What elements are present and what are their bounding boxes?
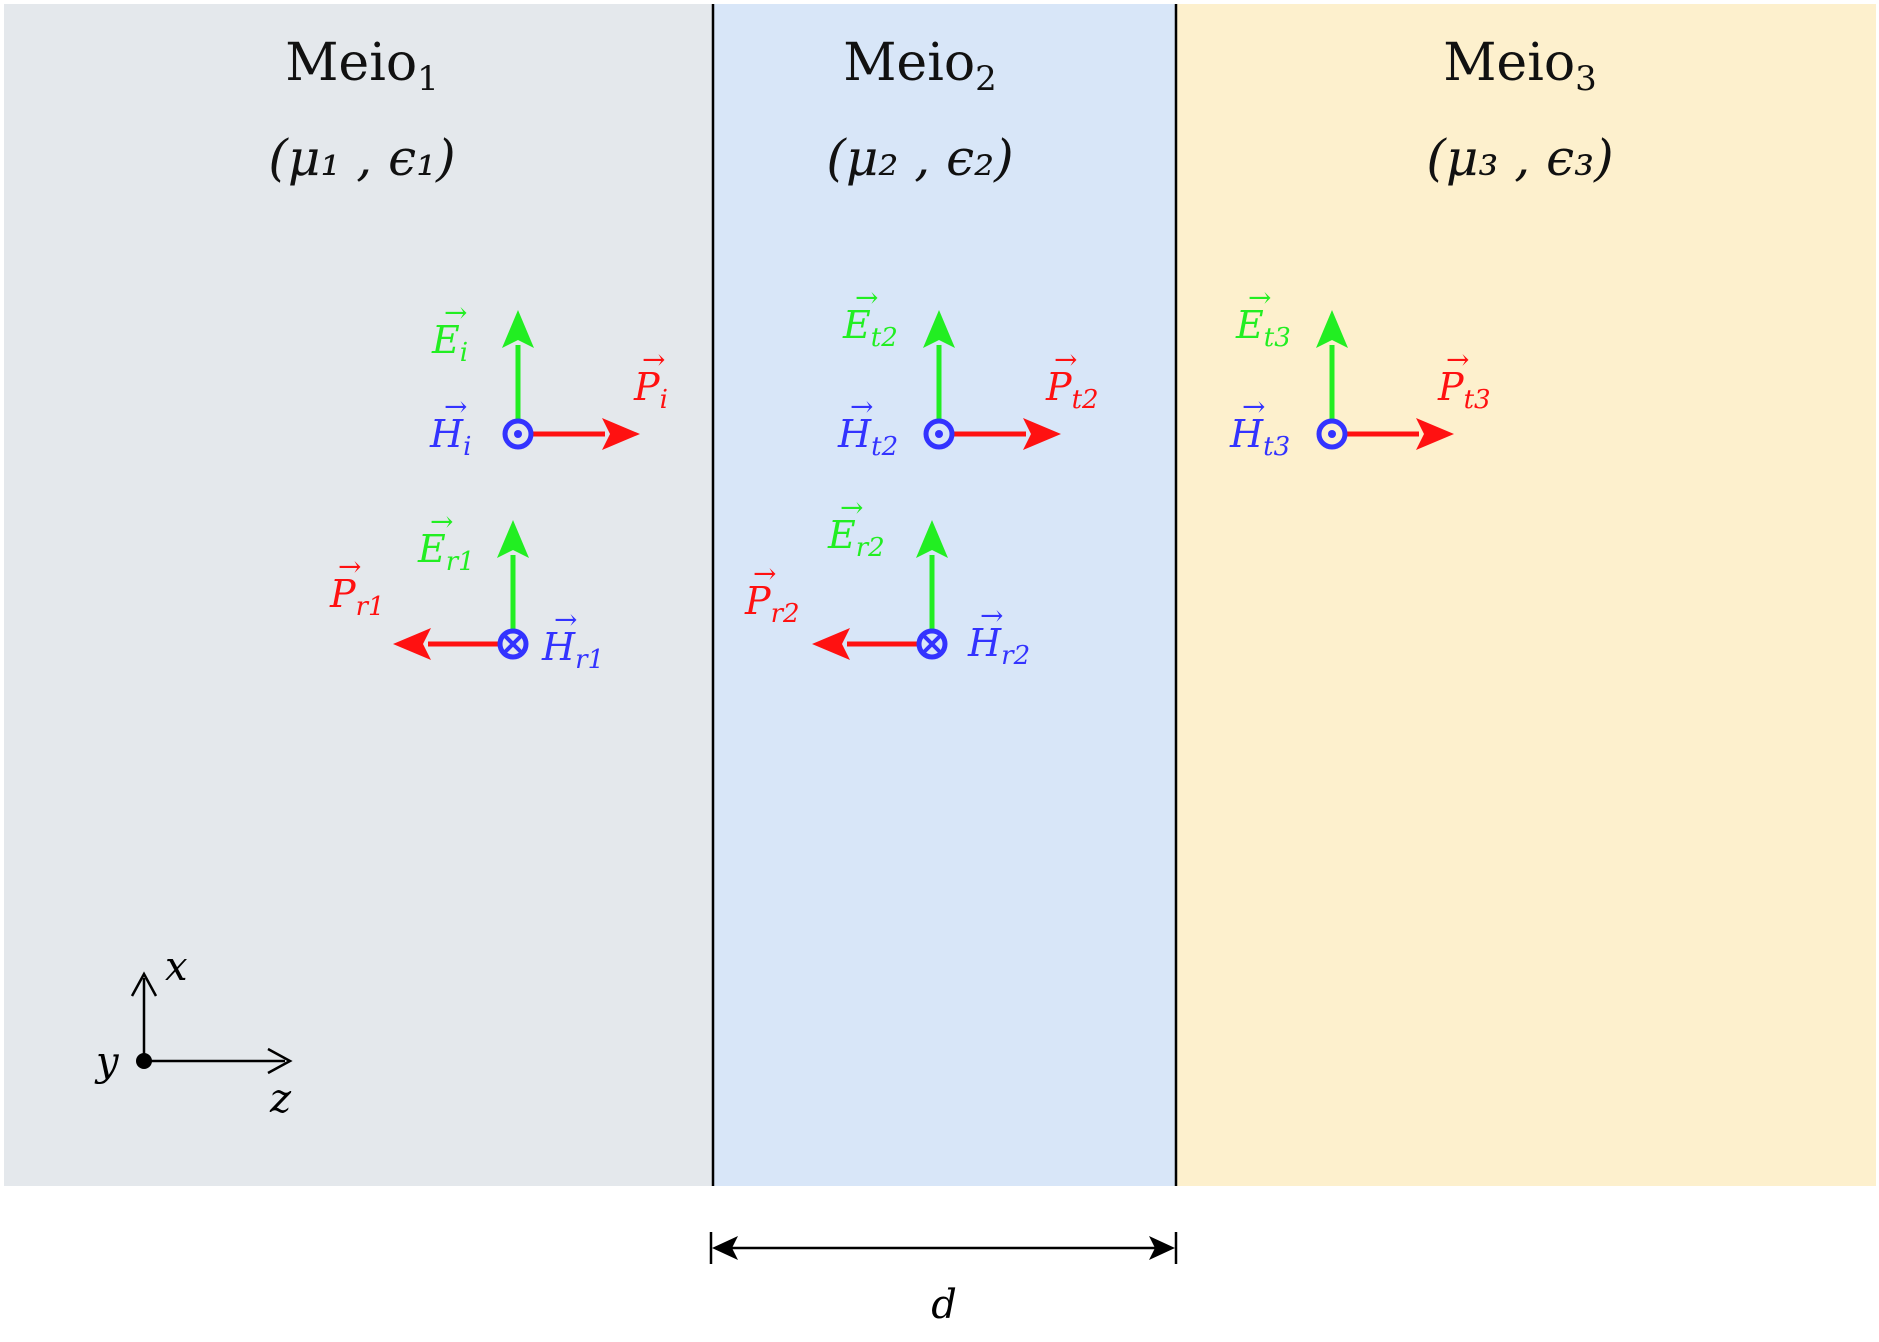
y-axis-label: y: [94, 1039, 120, 1085]
p-i-vec-mark: →: [642, 343, 665, 376]
x-axis-arrowhead: [130, 971, 158, 997]
p-r1-label: Pr1: [329, 572, 385, 622]
medium-2-region: [713, 4, 1176, 1186]
e-r2-arrowhead: [916, 520, 948, 558]
h-t3-dot: [1328, 430, 1336, 438]
reflected-wave-1: [393, 520, 529, 660]
h-r2-vec-mark: →: [980, 599, 1003, 632]
e-i-vec-mark: →: [444, 296, 467, 329]
p-r2-arrowhead: [812, 628, 850, 660]
e-i-label: Ei: [431, 318, 468, 368]
h-t2-dot: [935, 430, 943, 438]
h-r1-vec-mark: →: [554, 603, 577, 636]
thickness-arrow-left: [712, 1236, 738, 1260]
p-r2-vec-mark: →: [753, 557, 776, 590]
medium-3-params: (μ₃ , ϵ₃): [1426, 129, 1613, 187]
p-t3-arrowhead: [1416, 418, 1454, 450]
e-r2-vec-mark: →: [840, 491, 863, 524]
medium-1-params: (μ₁ , ϵ₁): [268, 129, 455, 187]
e-r2-label: Er2: [827, 513, 885, 563]
h-i-dot: [514, 430, 522, 438]
p-r1-vec-mark: →: [338, 550, 361, 583]
transmitted-wave-3: [1316, 310, 1454, 450]
transmitted-wave-2: [923, 310, 1061, 450]
medium-2-params: (μ₂ , ϵ₂): [826, 129, 1013, 187]
h-t3-label: Ht3: [1229, 412, 1290, 462]
e-t2-label: Et2: [842, 303, 898, 353]
reflected-wave-2: [812, 520, 948, 660]
z-axis-label: z: [269, 1076, 292, 1122]
y-axis-dot: [136, 1053, 152, 1069]
h-t2-out-of-page-icon: [923, 418, 955, 450]
h-r2-cross-b: [922, 634, 942, 654]
h-r2-into-page-icon: [916, 628, 948, 660]
medium-3-title: Meio3: [1443, 33, 1597, 99]
e-r1-arrowhead: [497, 520, 529, 558]
thickness-arrow-right: [1149, 1236, 1175, 1260]
e-r1-label: Er1: [417, 527, 475, 577]
h-t3-vec-mark: →: [1242, 390, 1265, 423]
h-i-vec-mark: →: [444, 390, 467, 423]
medium-1-title: Meio1: [285, 33, 439, 99]
p-r1-arrowhead: [393, 628, 431, 660]
coordinate-axes: [130, 971, 293, 1075]
p-t2-arrowhead: [1023, 418, 1061, 450]
p-t2-vec-mark: →: [1054, 343, 1077, 376]
h-r1-label: Hr1: [541, 625, 604, 675]
p-i-arrowhead: [602, 418, 640, 450]
h-t3-out-of-page-icon: [1316, 418, 1348, 450]
medium-2-title: Meio2: [843, 33, 997, 99]
h-r1-cross-b: [503, 634, 523, 654]
h-t2-label: Ht2: [837, 412, 898, 462]
p-i-label: Pi: [633, 365, 668, 415]
h-t2-vec-mark: →: [850, 390, 873, 423]
incident-wave: [502, 310, 640, 450]
p-r2-label: Pr2: [744, 579, 800, 629]
e-t3-label: Et3: [1235, 303, 1291, 353]
thickness-label: d: [931, 1282, 957, 1328]
h-i-out-of-page-icon: [502, 418, 534, 450]
medium-1-region: [4, 4, 713, 1186]
z-axis-arrowhead: [267, 1047, 293, 1075]
p-t2-label: Pt2: [1045, 365, 1099, 415]
thickness-dimension: [709, 1232, 1178, 1264]
h-i-label: Hi: [429, 412, 471, 462]
h-r2-label: Hr2: [967, 621, 1030, 671]
e-t2-arrowhead: [923, 310, 955, 348]
e-t3-arrowhead: [1316, 310, 1348, 348]
x-axis-label: x: [165, 944, 188, 990]
e-t2-vec-mark: →: [855, 281, 878, 314]
e-r1-vec-mark: →: [430, 505, 453, 538]
e-t3-vec-mark: →: [1248, 281, 1271, 314]
medium-3-region: [1176, 4, 1876, 1186]
p-t3-vec-mark: →: [1446, 343, 1469, 376]
h-r1-into-page-icon: [497, 628, 529, 660]
p-t3-label: Pt3: [1437, 365, 1491, 415]
e-i-arrowhead: [502, 310, 534, 348]
